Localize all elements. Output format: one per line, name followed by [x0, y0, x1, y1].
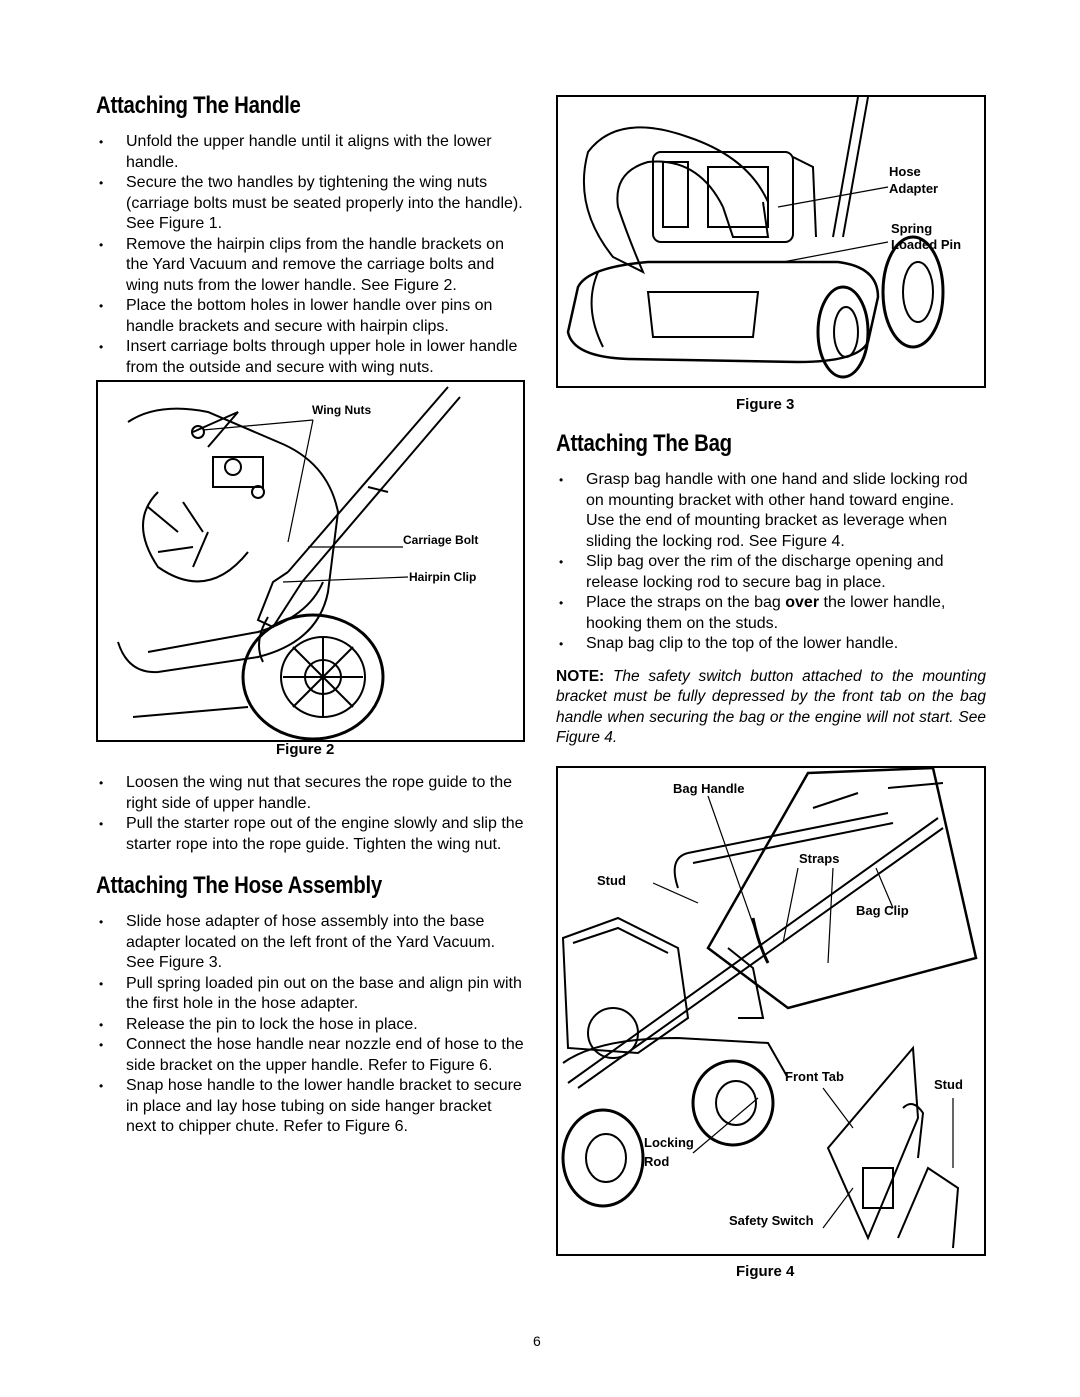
- label-stud-top: Stud: [597, 873, 626, 888]
- label-hose: Hose: [889, 164, 921, 179]
- list-item: Place the bottom holes in lower handle o…: [96, 296, 526, 337]
- label-front-tab: Front Tab: [785, 1069, 844, 1084]
- figure-3-caption: Figure 3: [736, 396, 795, 413]
- list-item: Slide hose adapter of hose assembly into…: [96, 912, 526, 974]
- figure-3-image: Hose Adapter Spring Loaded Pin: [556, 95, 986, 388]
- label-rod: Rod: [644, 1154, 670, 1169]
- list-item: Slip bag over the rim of the discharge o…: [556, 552, 986, 593]
- label-wing-nuts: Wing Nuts: [312, 403, 372, 417]
- heading-attaching-bag: Attaching The Bag: [556, 430, 732, 457]
- figure-4-image: Bag Handle Straps Stud Bag Clip Front Ta…: [556, 766, 986, 1256]
- page-number: 6: [533, 1333, 541, 1349]
- list-item: Connect the hose handle near nozzle end …: [96, 1035, 526, 1076]
- label-bag-clip: Bag Clip: [856, 903, 909, 918]
- list-item: Snap hose handle to the lower handle bra…: [96, 1076, 526, 1138]
- list-item: Pull the starter rope out of the engine …: [96, 814, 526, 855]
- list-item: Snap bag clip to the top of the lower ha…: [556, 634, 986, 655]
- list-item: Secure the two handles by tightening the…: [96, 173, 526, 235]
- list-item: Release the pin to lock the hose in plac…: [96, 1015, 526, 1036]
- label-locking: Locking: [644, 1135, 694, 1150]
- list-item: Loosen the wing nut that secures the rop…: [96, 773, 526, 814]
- figure-4-caption: Figure 4: [736, 1263, 795, 1280]
- list-item: Remove the hairpin clips from the handle…: [96, 235, 526, 297]
- label-bag-handle: Bag Handle: [673, 781, 745, 796]
- handle-steps: Unfold the upper handle until it aligns …: [96, 132, 526, 378]
- list-item: Grasp bag handle with one hand and slide…: [556, 470, 986, 552]
- figure-3-drawing: [566, 97, 945, 379]
- list-item: Pull spring loaded pin out on the base a…: [96, 974, 526, 1015]
- list-item: Unfold the upper handle until it aligns …: [96, 132, 526, 173]
- bag-steps: Grasp bag handle with one hand and slide…: [556, 470, 986, 655]
- list-item: Insert carriage bolts through upper hole…: [96, 337, 526, 378]
- label-safety-switch: Safety Switch: [729, 1213, 814, 1228]
- label-adapter: Adapter: [889, 181, 939, 196]
- label-carriage-bolt: Carriage Bolt: [403, 533, 479, 547]
- heading-attaching-hose-assembly: Attaching The Hose Assembly: [96, 872, 382, 899]
- figure-4-drawing: [561, 768, 978, 1249]
- label-spring: Spring: [891, 221, 933, 236]
- figure-2-image: Wing Nuts Carriage Bolt Hairpin Clip: [96, 380, 525, 742]
- left-column: Attaching The Handle Unfold the upper ha…: [96, 92, 526, 378]
- figure-2-drawing: [117, 386, 461, 740]
- list-item: Place the straps on the bag over the low…: [556, 593, 986, 634]
- left-lower-column: Loosen the wing nut that secures the rop…: [96, 773, 526, 1138]
- label-loaded-pin: Loaded Pin: [891, 237, 962, 252]
- safety-note: NOTE: The safety switch button attached …: [556, 667, 986, 747]
- label-straps: Straps: [799, 851, 840, 866]
- figure-2-caption: Figure 2: [276, 741, 335, 758]
- label-hairpin-clip: Hairpin Clip: [409, 570, 477, 584]
- label-stud-bottom: Stud: [934, 1077, 963, 1092]
- heading-attaching-handle: Attaching The Handle: [96, 92, 301, 119]
- hose-steps: Slide hose adapter of hose assembly into…: [96, 912, 526, 1138]
- right-column: Attaching The Bag Grasp bag handle with …: [556, 430, 986, 749]
- rope-steps: Loosen the wing nut that secures the rop…: [96, 773, 526, 855]
